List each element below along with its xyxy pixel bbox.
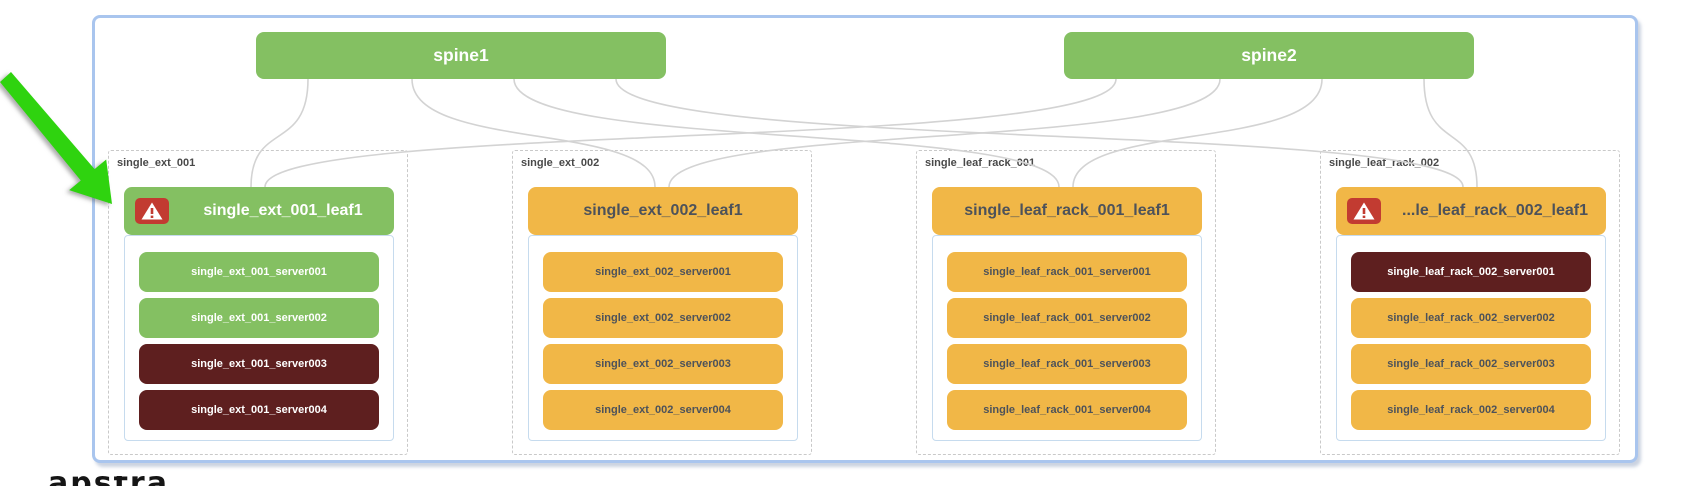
rack-single-ext-002: single_ext_002 single_ext_002_leaf1 sing… xyxy=(512,150,812,455)
server-label: single_ext_002_server003 xyxy=(595,358,731,370)
rack-label: single_ext_002 xyxy=(521,157,600,169)
server-node[interactable]: single_ext_001_server002 xyxy=(139,298,379,338)
leaf-node-single-ext-002-leaf1[interactable]: single_ext_002_leaf1 xyxy=(528,187,798,235)
rack-single-ext-001: single_ext_001 single_ext_001_leaf1 sing… xyxy=(108,150,408,455)
rack-label: single_ext_001 xyxy=(117,157,196,169)
server-node[interactable]: single_leaf_rack_001_server004 xyxy=(947,390,1187,430)
server-label: single_leaf_rack_001_server001 xyxy=(983,266,1151,278)
server-node[interactable]: single_leaf_rack_002_server002 xyxy=(1351,298,1591,338)
server-node[interactable]: single_ext_001_server004 xyxy=(139,390,379,430)
rack-single-leaf-rack-002: single_leaf_rack_002 ...le_leaf_rack_002… xyxy=(1320,150,1620,455)
link-line xyxy=(615,78,1464,188)
link-line xyxy=(513,78,1060,188)
server-node[interactable]: single_leaf_rack_001_server001 xyxy=(947,252,1187,292)
server-node[interactable]: single_ext_002_server003 xyxy=(543,344,783,384)
link-line xyxy=(250,78,309,188)
server-label: single_ext_001_server001 xyxy=(191,266,327,278)
server-label: single_ext_001_server002 xyxy=(191,312,327,324)
server-label: single_ext_002_server004 xyxy=(595,404,731,416)
warning-icon xyxy=(135,198,169,224)
server-label: single_leaf_rack_001_server004 xyxy=(983,404,1151,416)
spine-label: spine1 xyxy=(433,45,489,65)
link-line xyxy=(1072,78,1323,188)
spine-label: spine2 xyxy=(1241,45,1297,65)
server-node[interactable]: single_ext_002_server004 xyxy=(543,390,783,430)
server-label: single_leaf_rack_002_server002 xyxy=(1387,312,1555,324)
rack-label: single_leaf_rack_002 xyxy=(1329,157,1440,169)
server-node[interactable]: single_leaf_rack_002_server001 xyxy=(1351,252,1591,292)
server-node[interactable]: single_ext_002_server001 xyxy=(543,252,783,292)
leaf-label: single_ext_002_leaf1 xyxy=(583,202,743,219)
link-line xyxy=(668,78,1221,188)
server-node[interactable]: single_leaf_rack_001_server002 xyxy=(947,298,1187,338)
server-label: single_ext_002_server001 xyxy=(595,266,731,278)
leaf-label: single_ext_001_leaf1 xyxy=(203,202,363,219)
server-node[interactable]: single_ext_001_server001 xyxy=(139,252,379,292)
rack-single-leaf-rack-001: single_leaf_rack_001 single_leaf_rack_00… xyxy=(916,150,1216,455)
server-label: single_leaf_rack_001_server003 xyxy=(983,358,1151,370)
green-annotation-arrow xyxy=(0,72,112,204)
leaf-label: single_leaf_rack_001_leaf1 xyxy=(964,202,1170,219)
leaf-node-single-leaf-rack-002-leaf1[interactable]: ...le_leaf_rack_002_leaf1 xyxy=(1336,187,1606,235)
link-line xyxy=(411,78,656,188)
server-label: single_leaf_rack_001_server002 xyxy=(983,312,1151,324)
apstra-logo-text: apstra xyxy=(48,476,218,486)
leaf-node-single-ext-001-leaf1[interactable]: single_ext_001_leaf1 xyxy=(124,187,394,235)
link-line xyxy=(1423,78,1478,188)
server-panel: single_ext_002_server001 single_ext_002_… xyxy=(528,235,798,441)
server-node[interactable]: single_ext_001_server003 xyxy=(139,344,379,384)
server-label: single_ext_001_server003 xyxy=(191,358,327,370)
node-spine2[interactable]: spine2 xyxy=(1064,32,1474,79)
server-label: single_leaf_rack_002_server003 xyxy=(1387,358,1555,370)
server-node[interactable]: single_ext_002_server002 xyxy=(543,298,783,338)
node-spine1[interactable]: spine1 xyxy=(256,32,666,79)
rack-label: single_leaf_rack_001 xyxy=(925,157,1036,169)
server-node[interactable]: single_leaf_rack_001_server003 xyxy=(947,344,1187,384)
server-node[interactable]: single_leaf_rack_002_server003 xyxy=(1351,344,1591,384)
server-label: single_leaf_rack_002_server004 xyxy=(1387,404,1555,416)
server-panel: single_leaf_rack_002_server001 single_le… xyxy=(1336,235,1606,441)
server-label: single_ext_001_server004 xyxy=(191,404,327,416)
leaf-node-single-leaf-rack-001-leaf1[interactable]: single_leaf_rack_001_leaf1 xyxy=(932,187,1202,235)
server-panel: single_leaf_rack_001_server001 single_le… xyxy=(932,235,1202,441)
link-line xyxy=(264,78,1117,188)
server-node[interactable]: single_leaf_rack_002_server004 xyxy=(1351,390,1591,430)
server-label: single_ext_002_server002 xyxy=(595,312,731,324)
leaf-label: ...le_leaf_rack_002_leaf1 xyxy=(1402,202,1588,219)
server-label: single_leaf_rack_002_server001 xyxy=(1387,266,1555,278)
server-panel: single_ext_001_server001 single_ext_001_… xyxy=(124,235,394,441)
warning-icon xyxy=(1347,198,1381,224)
